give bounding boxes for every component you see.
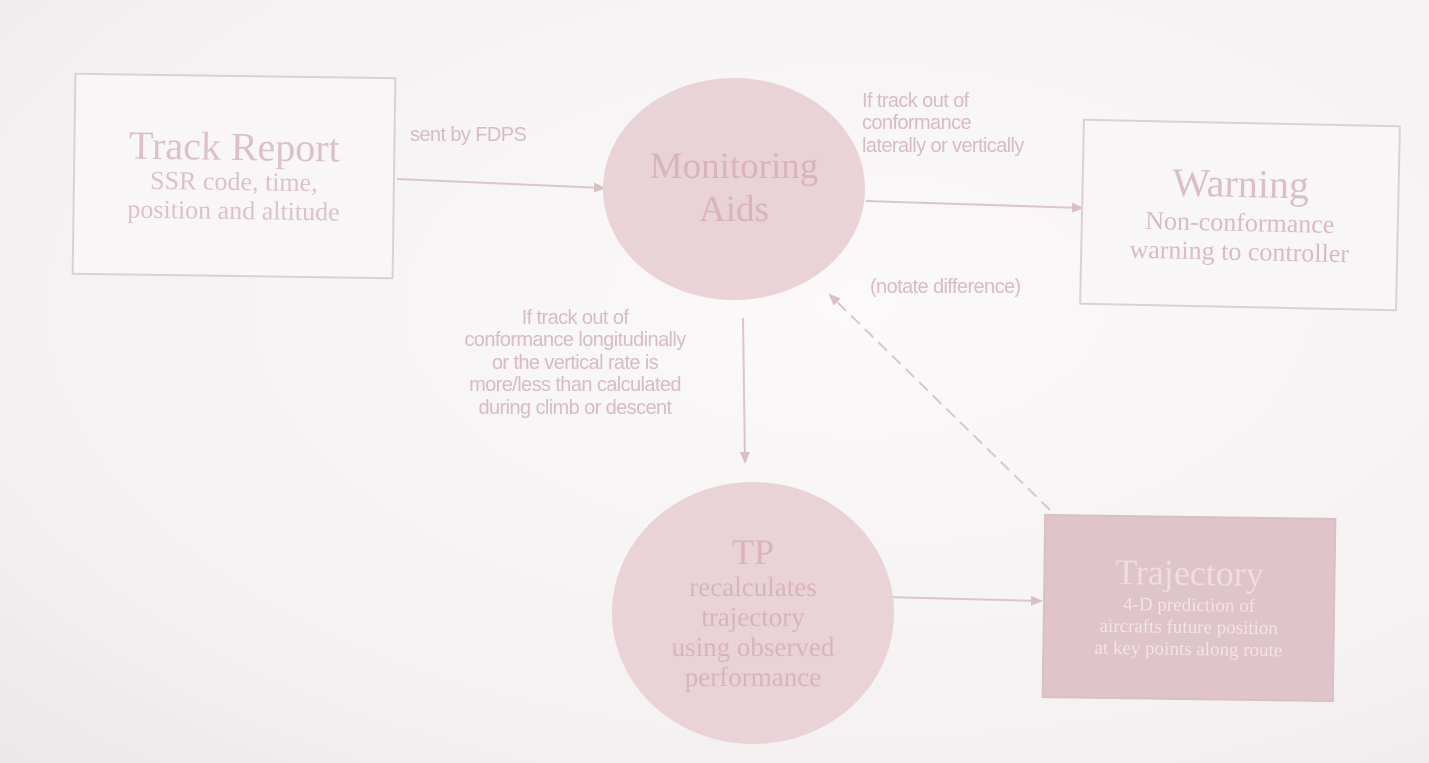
tp-title: TP (731, 531, 774, 572)
tp-line-2: trajectory (701, 601, 805, 632)
edge-label-longitudinal-line-2: conformance longitudinally (464, 329, 686, 352)
monitoring-aids-node: Monitoring Aids (603, 78, 865, 300)
edge-trajectory-to-monitoring (828, 293, 1051, 511)
edge-monitoring-to-warning (865, 200, 1084, 213)
edge-track-to-monitoring (396, 178, 606, 193)
trajectory-line-1: 4-D prediction of (1122, 594, 1256, 618)
edge-label-lateral-line-3: laterally or vertically (862, 134, 1024, 157)
warning-title: Warning (1171, 159, 1310, 208)
tp-line-1: recalculates (689, 571, 817, 602)
track-report-title: Track Report (128, 122, 341, 171)
edge-label-longitudinal: If track out of conformance longitudinal… (405, 307, 745, 419)
trajectory-line-3: at key points along route (1094, 637, 1283, 662)
warning-line-2: warning to controller (1129, 234, 1350, 269)
edge-label-longitudinal-line-1: If track out of (521, 307, 629, 329)
tp-line-3: using observed (671, 632, 835, 662)
edge-label-lateral-line-1: If track out of (862, 90, 969, 112)
edge-label-lateral-vertical: If track out of conformance laterally or… (862, 90, 1024, 157)
edge-tp-to-trajectory (881, 595, 1043, 606)
warning-line-1: Non-conformance (1144, 205, 1335, 239)
edge-label-longitudinal-line-4: more/less than calculated (469, 374, 681, 397)
track-report-node: Track Report SSR code, time, position an… (71, 72, 397, 280)
trajectory-line-2: aircrafts future position (1099, 615, 1279, 640)
track-report-line-1: SSR code, time, (149, 165, 318, 198)
monitoring-aids-title-line-1: Monitoring (649, 146, 819, 188)
tp-node: TP recalculates trajectory using observe… (612, 482, 894, 744)
trajectory-title: Trajectory (1114, 552, 1265, 595)
edge-label-sent-by-fdps: sent by FDPS (410, 124, 527, 146)
warning-node: Warning Non-conformance warning to contr… (1079, 118, 1401, 312)
trajectory-node: Trajectory 4-D prediction of aircrafts f… (1041, 513, 1337, 703)
monitoring-aids-title-line-2: Aids (699, 189, 769, 230)
edge-label-longitudinal-line-5: during climb or descent (478, 396, 673, 419)
edge-monitoring-to-tp (739, 317, 750, 464)
edge-label-longitudinal-line-3: or the vertical rate is (491, 351, 659, 374)
track-report-line-2: position and altitude (127, 194, 340, 227)
tp-line-4: performance (684, 662, 822, 693)
edge-label-notate-difference: (notate difference) (870, 276, 1021, 298)
edge-label-lateral-line-2: conformance (862, 112, 972, 135)
